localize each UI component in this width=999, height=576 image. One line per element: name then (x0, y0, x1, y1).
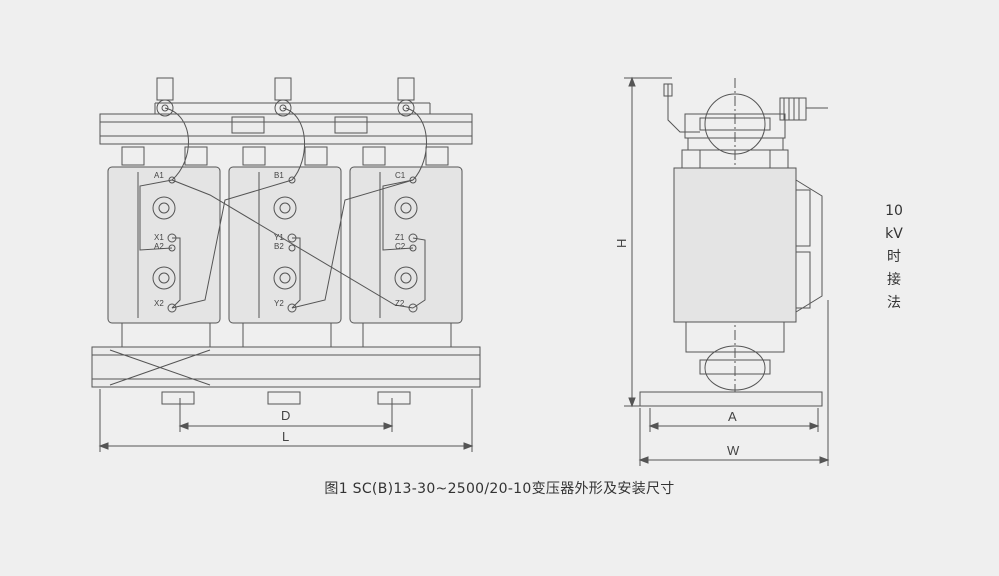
dimension-l (98, 389, 474, 452)
coil-phase-c (349, 166, 463, 324)
dimension-w (638, 300, 830, 466)
side-view (624, 76, 830, 466)
lower-insulator (704, 345, 766, 391)
dimension-d (178, 398, 394, 432)
dim-label-l: L (282, 429, 289, 444)
dim-label-a: A (728, 409, 737, 424)
label-a2: A2 (154, 242, 164, 251)
label-y2: Y2 (274, 299, 284, 308)
connection-label-line-3: 时 (887, 249, 901, 265)
coil-phase-b (228, 166, 342, 324)
figure-caption: 图1 SC(B)13-30~2500/20-10变压器外形及安装尺寸 (324, 481, 675, 497)
top-clamp-beam (99, 113, 473, 145)
label-a1: A1 (154, 171, 164, 180)
connection-label-line-2: kV (885, 226, 903, 242)
label-c2: C2 (395, 242, 406, 251)
label-x1: X1 (154, 233, 164, 242)
tap-discs (152, 196, 418, 290)
connection-label-line-5: 法 (887, 295, 901, 311)
delta-wiring (139, 107, 427, 309)
label-z2: Z2 (395, 299, 405, 308)
connection-label-line-4: 接 (887, 272, 901, 288)
dim-label-h: H (614, 239, 629, 248)
label-b1: B1 (274, 171, 284, 180)
label-z1: Z1 (395, 233, 405, 242)
connection-label: 10 kV 时 接 法 (880, 200, 908, 315)
dimension-h (624, 76, 672, 408)
base-frame (91, 346, 481, 388)
connection-label-line-1: 10 (885, 203, 903, 219)
label-x2: X2 (154, 299, 164, 308)
label-c1: C1 (395, 171, 406, 180)
dim-label-d: D (281, 408, 290, 423)
dimension-a (648, 408, 820, 432)
side-base (639, 391, 823, 407)
surge-arrester (779, 97, 828, 121)
terminal-bracket-c (397, 77, 415, 117)
side-coil (673, 167, 797, 323)
terminal-bracket-a (156, 77, 174, 117)
dim-label-w: W (727, 443, 740, 458)
coil-phase-a (107, 166, 221, 324)
front-view (91, 77, 481, 452)
upper-insulator (704, 93, 766, 155)
terminal-bracket-b (274, 77, 292, 117)
label-y1: Y1 (274, 233, 284, 242)
label-b2: B2 (274, 242, 284, 251)
